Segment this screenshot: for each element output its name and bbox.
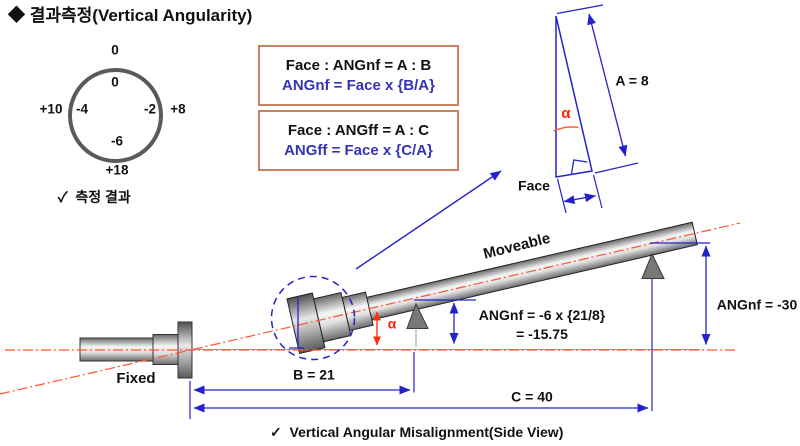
dial-reading-top-inner: 0 [111,74,119,90]
fixed-shaft-label: Fixed [116,369,156,387]
right-angle-icon [570,159,588,174]
triangle-alpha-label: α [561,104,571,122]
formula-angnf-ratio: Face : ANGnf = A : B [285,57,432,74]
triangle-outline [555,15,593,178]
dial-reading-bottom-outer: +18 [105,162,129,178]
moveable-axis-line [0,222,741,395]
measurement-result-caption: ✓ 측정 결과 [58,189,131,205]
dial-reading-right-outer: +8 [170,101,186,117]
dial-reading-right-inner: -2 [143,101,157,117]
dial-reading-left-outer: +10 [39,101,63,117]
coupling-highlight-circle [270,275,356,361]
reference-triangle [553,4,639,214]
b-dimension-label: B = 21 [293,366,335,383]
face-extension-left [556,178,567,214]
dial-reading-bottom-inner: -6 [110,133,124,149]
angnf-calc-line1: ANGnf = -6 x {21/8} [478,307,606,323]
formula-angnf-equation: ANGnf = Face x {B/A} [282,77,435,94]
a-extension-bottom [594,162,639,174]
angnf-calculation-label: ANGnf = -6 x {21/8} = -15.75 [468,306,616,344]
face-extension-right [592,174,603,209]
formula-box-angff: Face : ANGff = A : C ANGff = Face x {C/A… [258,110,459,171]
dial-gauge-circle [68,68,163,163]
side-view-caption: ✓ Vertical Angular Misalignment(Side Vie… [270,424,564,440]
face-width-dimension [563,193,596,205]
formula-angff-ratio: Face : ANGff = A : C [287,122,430,139]
angnf-value-label: ANGnf = -30 [716,296,798,313]
alpha-arc [553,126,579,132]
dial-reading-left-inner: -4 [75,101,89,117]
formula-box-angnf: Face : ANGnf = A : B ANGnf = Face x {B/A… [258,45,459,106]
dial-reading-top-outer: 0 [111,42,119,58]
formula-angff-equation: ANGff = Face x {C/A} [284,142,433,159]
probe-marker-near [406,302,429,329]
probe-markers [406,252,665,411]
c-dimension-label: C = 40 [511,388,553,405]
a-dimension-line [587,13,628,157]
a-dimension-label: A = 8 [615,72,649,89]
face-pointer-arrow [355,170,502,270]
page-title: ◆ 결과측정(Vertical Angularity) [8,6,253,25]
probe-marker-far [641,252,665,279]
a-extension-top [556,4,604,15]
angnf-calc-line2: = -15.75 [516,325,568,342]
face-label: Face [518,177,550,194]
shaft-alpha-label: α [387,315,397,332]
